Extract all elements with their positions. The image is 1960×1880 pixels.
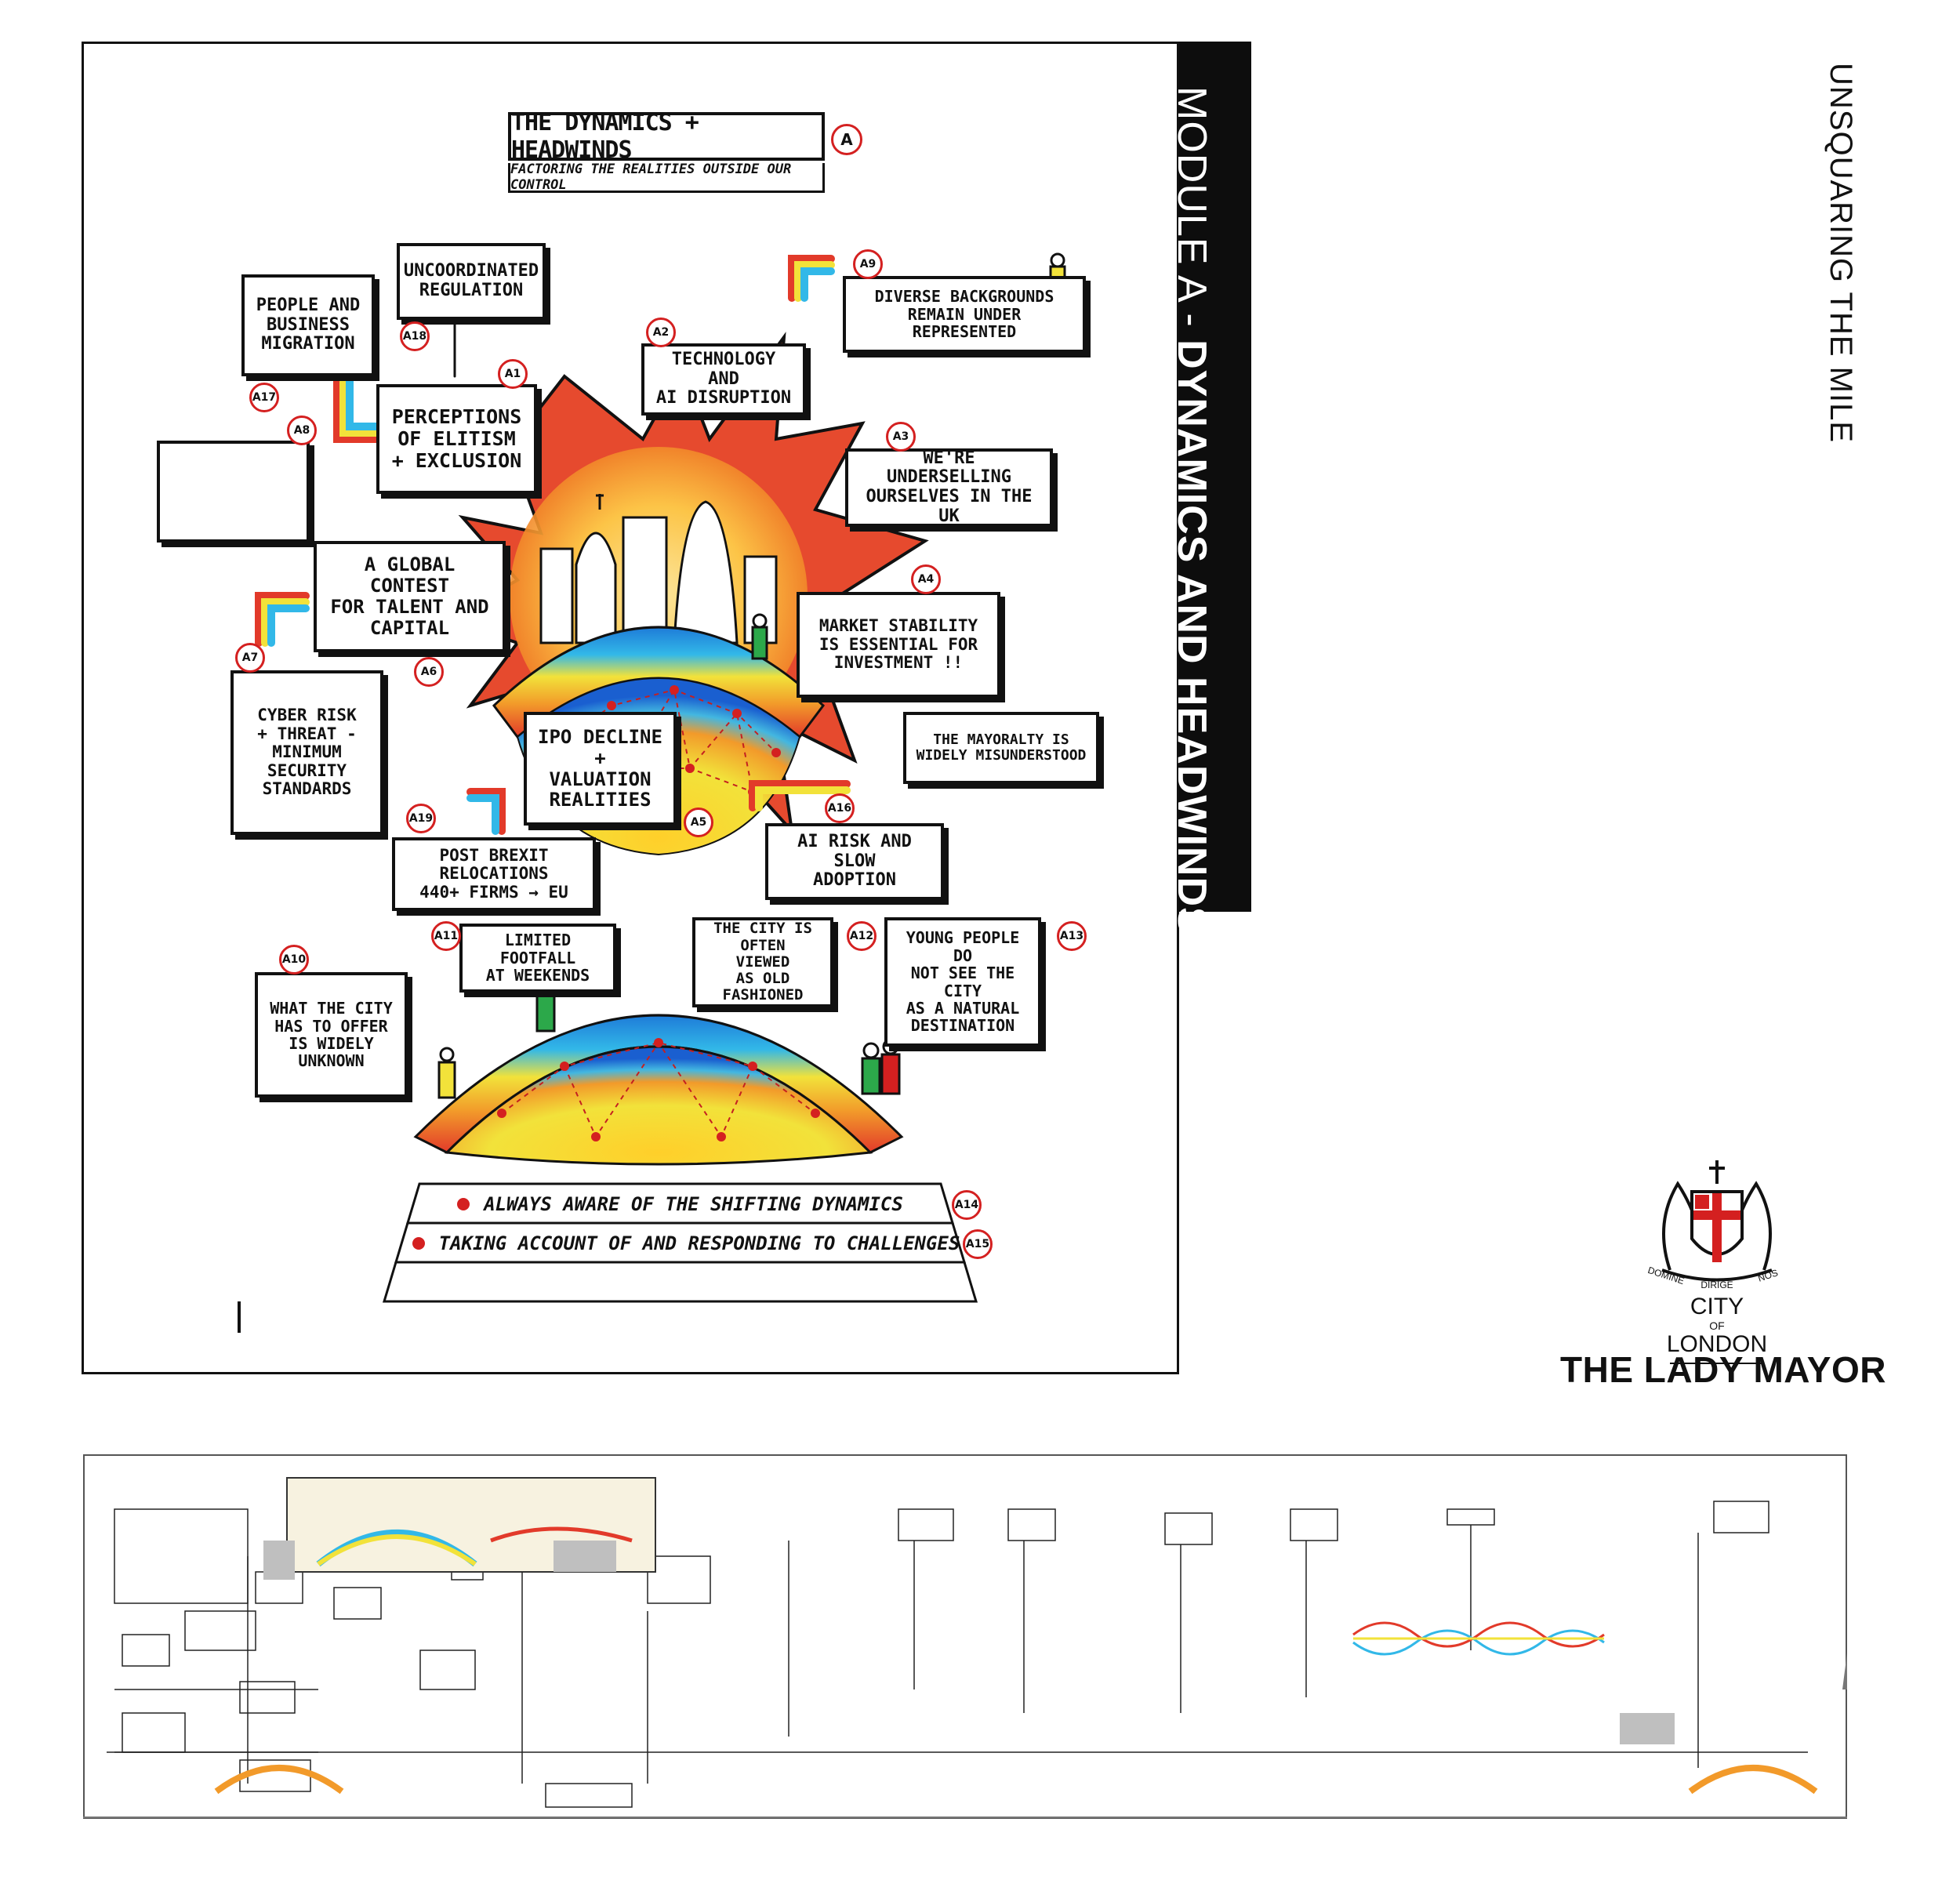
node-market-stability: MARKET STABILITY IS ESSENTIAL for INVEST…	[797, 592, 1000, 698]
node-people-migration: PEOPLE AND BUSINESS MIGRATION	[241, 274, 375, 376]
banner-tag: A15	[963, 1229, 993, 1259]
node-tag: A13	[1057, 921, 1087, 951]
node-tag: A2	[646, 318, 676, 347]
node-offer-unknown: WHAT THE CITY HAS TO OFFER IS WIDELY UNK…	[255, 972, 408, 1098]
lady-mayor-title: THE LADY MAYOR	[1560, 1349, 1886, 1390]
node-tag: A1	[498, 359, 528, 389]
overview-wall-thumbnail	[83, 1477, 1847, 1818]
city-of-london-crest	[1661, 1160, 1773, 1282]
node-tag: A4	[911, 564, 941, 594]
motto-mid: DIRIGE	[1700, 1279, 1733, 1290]
node-ipo-decline: IPO DECLINE + VALUATION REALITIES	[524, 712, 677, 826]
human-silhouette-scale	[1842, 1652, 1847, 1689]
node-tag: A10	[279, 945, 309, 974]
bullet-dot	[457, 1197, 470, 1210]
logo-of: OF	[1709, 1319, 1725, 1332]
node-tag: A8	[287, 416, 317, 445]
lower-globe-nodes	[497, 1038, 820, 1141]
logo-london: LONDON	[1666, 1331, 1768, 1357]
node-ai-risk: AI RISK AND SLOW ADOPTION	[765, 823, 944, 900]
logo-city: CITY	[1690, 1294, 1744, 1319]
banner-text: TAKING ACCOUNT of AND RESPONDING to CHAL…	[438, 1232, 960, 1254]
node-diverse-backgrounds: DIVERSE BACKGROUNDS REMAIN UNDER REPRESE…	[843, 276, 1086, 353]
node-tag: A3	[886, 422, 916, 452]
module-subheading: FACTORING THE REALITIES OUTSIDE OUR CONT…	[508, 162, 825, 193]
banner-text: ALWAYS AWARE of THE SHIFTING DYNAMICS	[484, 1192, 903, 1215]
node-tag: A7	[235, 643, 265, 673]
node-underselling: WE'RE UNDERSELLING OURSELVES IN THE UK	[845, 448, 1053, 527]
node-limited-footfall: LIMITED FOOTFALL AT WEEKENDS	[459, 924, 616, 993]
node-perceptions-elitism: PERCEPTIONS of ELITISM + EXCLUSION	[376, 384, 537, 494]
logo-rule	[1670, 1363, 1764, 1364]
banner-shifting-dynamics: ALWAYS AWARE of THE SHIFTING DYNAMICS	[419, 1186, 941, 1221]
node-tag: A9	[853, 249, 883, 279]
node-tag: A6	[414, 657, 444, 687]
node-post-brexit: POST BREXIT RELOCATIONS 440+ FIRMS → EU	[392, 837, 596, 911]
node-young-people: YOUNG PEOPLE DO NOT SEE THE CITY AS A NA…	[884, 917, 1041, 1047]
module-heading: THE DYNAMICS + HEADWINDS	[508, 109, 825, 164]
banner-tag: A14	[952, 1190, 982, 1220]
node-blank	[157, 441, 310, 543]
side-title: UNSQUARING THE MILE	[1824, 63, 1858, 443]
node-cyber-risk: CYBER RISK + THREAT - MINIMUM SECURITY S…	[230, 670, 383, 835]
heading-tag: A	[831, 124, 862, 155]
node-technology-ai: TECHNOLOGY AND AI DISRUPTION	[641, 343, 806, 416]
node-tag: A17	[249, 383, 279, 412]
pedestal-base	[382, 1261, 978, 1303]
node-tag: A16	[825, 793, 855, 823]
node-tag: A19	[406, 804, 436, 833]
module-bar	[1179, 42, 1251, 912]
node-tag: A5	[684, 808, 713, 837]
node-tag: A12	[847, 921, 877, 951]
node-mayoralty-misunderstood: THE MAYORALTY IS WIDELY MISUNDERSTOOD	[903, 712, 1099, 784]
node-old-fashioned: THE CITY IS OFTEN VIEWED AS OLD FASHIONE…	[692, 917, 833, 1007]
node-uncoordinated-regulation: UNCOORDINATED REGULATION	[397, 243, 546, 320]
rainbow-connectors	[255, 255, 851, 835]
bullet-dot	[412, 1236, 425, 1250]
node-tag: A11	[431, 921, 461, 951]
banner-responding-challenges: TAKING ACCOUNT of AND RESPONDING to CHAL…	[408, 1225, 964, 1261]
node-global-contest: A GLOBAL CONTEST for TALENT AND CAPITAL	[314, 541, 506, 652]
node-tag: A18	[400, 321, 430, 351]
